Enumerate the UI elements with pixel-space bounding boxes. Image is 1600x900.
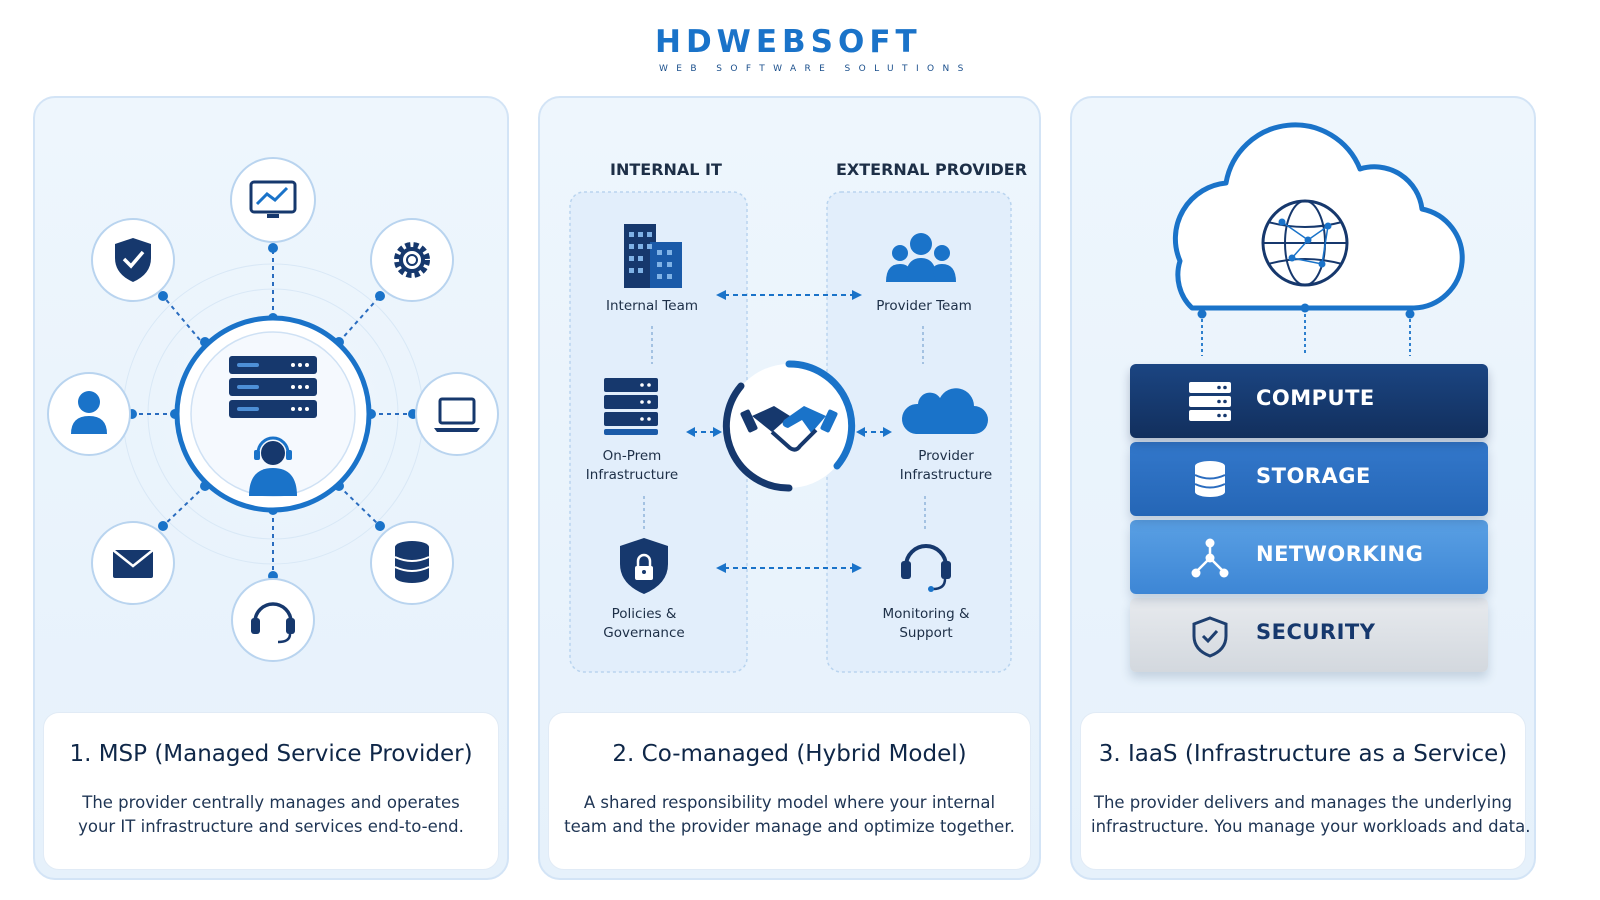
cloud-icon (901, 388, 988, 434)
iaas-title: 3. IaaS (Infrastructure as a Service) (1098, 741, 1508, 767)
comanaged-panel: INTERNAL IT EXTERNAL PROVIDER Internal T… (538, 96, 1041, 880)
security-label: SECURITY (1256, 620, 1376, 644)
server-icon (1189, 382, 1231, 421)
brand-logo: HDWEBSOFT WEB SOFTWARE SOLUTIONS (655, 24, 963, 76)
iaas-description-line: The provider delivers and manages the un… (1093, 793, 1513, 812)
internal-team-label: Internal Team (605, 298, 698, 314)
networking-label: NETWORKING (1256, 542, 1424, 566)
provider-team-label: Provider Team (876, 298, 972, 314)
msp-description-line: The provider centrally manages and opera… (82, 793, 460, 812)
cloud-icon (1172, 122, 1465, 311)
comanaged-caption-card: 2. Co-managed (Hybrid Model) A shared re… (548, 712, 1031, 870)
iaas-panel: SECURITY NETWORKING STORAGE (1070, 96, 1536, 880)
monitor-chart-icon (230, 157, 316, 243)
user-icon (47, 372, 131, 456)
comanaged-description-line: team and the provider manage and optimiz… (564, 817, 1015, 836)
compute-layer: COMPUTE (1130, 364, 1488, 438)
gear-icon (370, 218, 454, 302)
monitoring-label: Monitoring & Support (882, 606, 970, 641)
msp-description: The provider centrally manages and opera… (54, 791, 488, 839)
headset-icon (231, 578, 315, 662)
server-rack-icon (604, 378, 658, 435)
security-layer: SECURITY (1130, 598, 1488, 672)
compute-label: COMPUTE (1256, 386, 1375, 410)
comanaged-diagram (569, 191, 1012, 673)
lock-shield-icon (620, 538, 668, 594)
iaas-description-line: infrastructure. You manage your workload… (1091, 817, 1531, 836)
comanaged-description: A shared responsibility model where your… (559, 791, 1020, 839)
logo-wordmark: HDWEBSOFT (655, 24, 922, 60)
team-icon (886, 233, 956, 282)
headset-icon (901, 544, 951, 592)
iaas-description: The provider delivers and manages the un… (1091, 791, 1531, 839)
globe-icon (1261, 199, 1349, 287)
buildings-icon (624, 224, 682, 288)
msp-panel: 1. MSP (Managed Service Provider) The pr… (33, 96, 509, 880)
shield-check-icon (91, 218, 175, 302)
server-icon (229, 356, 317, 418)
on-prem-label: On-Prem Infrastructure (585, 448, 679, 483)
shield-check-icon (1192, 616, 1228, 658)
external-provider-header: EXTERNAL PROVIDER (836, 160, 1028, 179)
comanaged-title: 2. Co-managed (Hybrid Model) (612, 741, 967, 767)
handshake-icon (740, 406, 838, 452)
networking-layer: NETWORKING (1130, 520, 1488, 594)
comanaged-description-line: A shared responsibility model where your… (583, 793, 996, 812)
support-agent-icon (249, 436, 297, 496)
network-icon (1191, 538, 1229, 578)
msp-title: 1. MSP (Managed Service Provider) (69, 741, 473, 767)
policies-label: Policies & Governance (603, 606, 685, 641)
laptop-icon (415, 372, 499, 456)
mail-icon (91, 521, 175, 605)
internal-it-header: INTERNAL IT (610, 160, 722, 179)
storage-label: STORAGE (1256, 464, 1371, 488)
iaas-diagram (1172, 122, 1465, 356)
logo-tagline: WEB SOFTWARE SOLUTIONS (659, 64, 972, 74)
msp-description-line: your IT infrastructure and services end-… (78, 817, 464, 836)
iaas-caption-card: 3. IaaS (Infrastructure as a Service) Th… (1080, 712, 1531, 870)
msp-diagram (47, 157, 499, 662)
storage-layer: STORAGE (1130, 442, 1488, 516)
database-icon (1194, 461, 1226, 497)
provider-infra-label: Provider Infrastructure (899, 448, 993, 483)
database-icon (370, 521, 454, 605)
msp-caption-card: 1. MSP (Managed Service Provider) The pr… (43, 712, 499, 870)
